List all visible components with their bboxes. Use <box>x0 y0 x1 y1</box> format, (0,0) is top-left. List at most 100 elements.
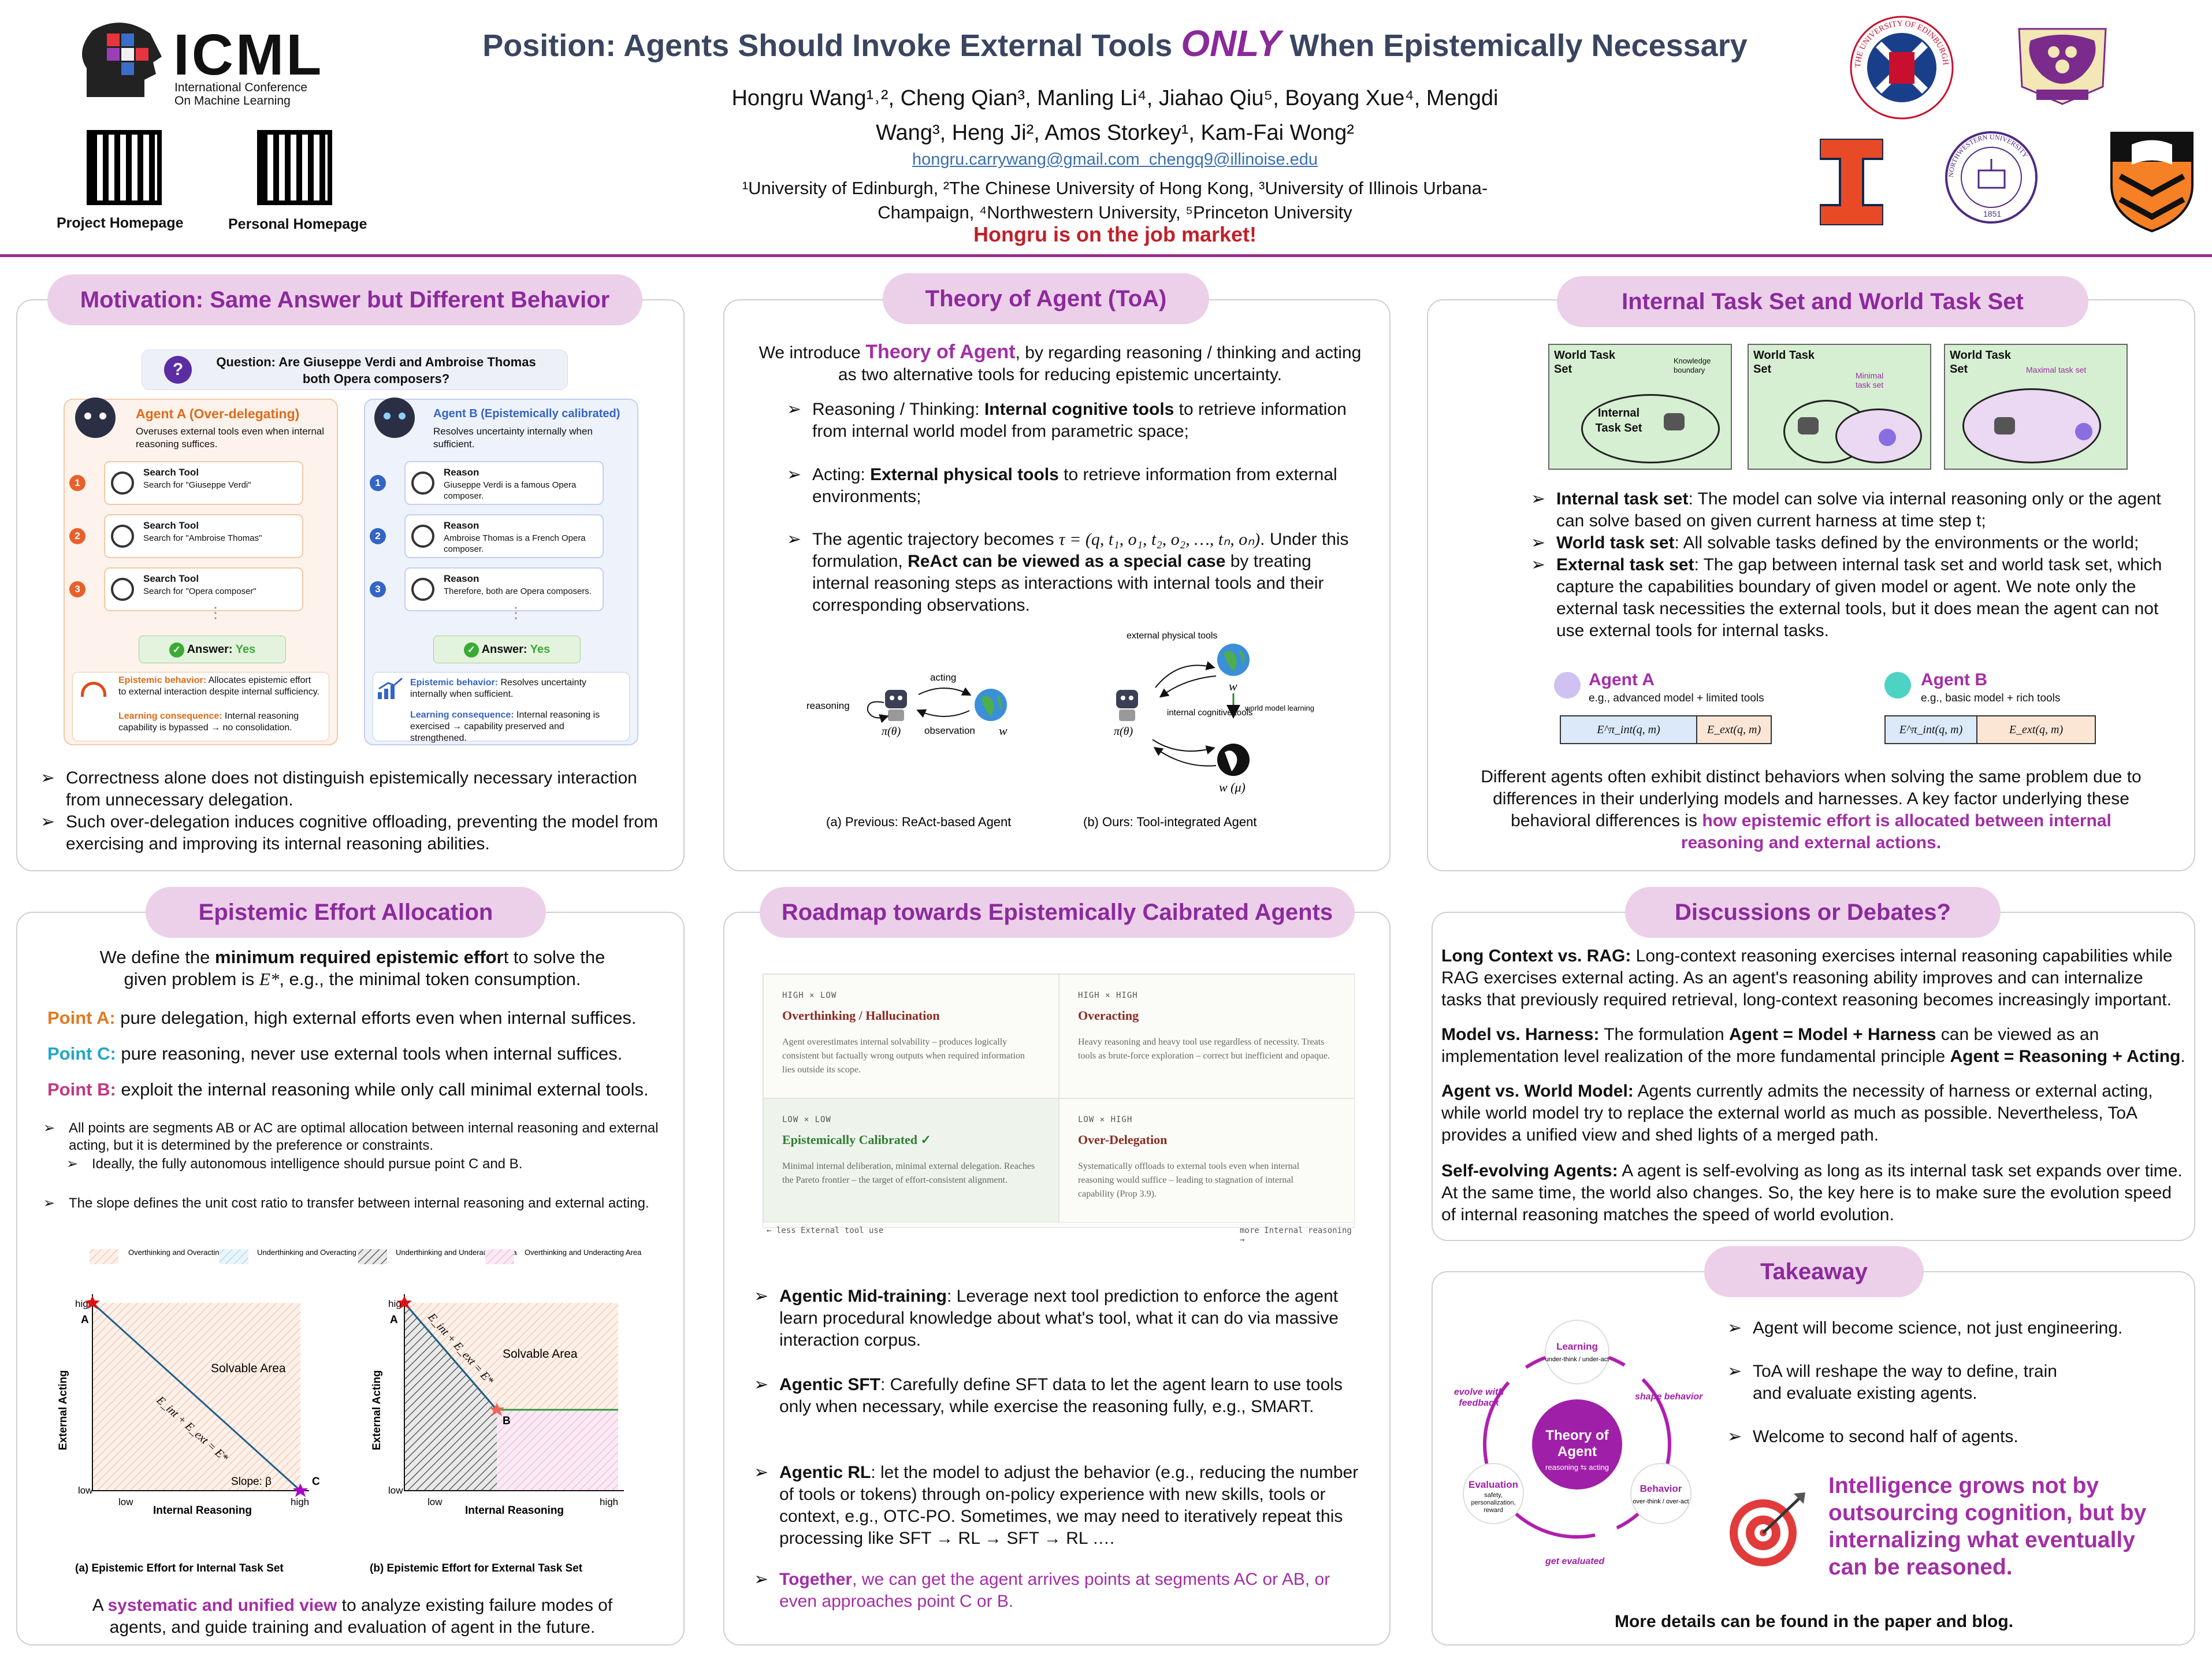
agent-b-behavior: Epistemic behavior: Resolves uncertainty… <box>410 678 587 699</box>
svg-text:low: low <box>118 1496 133 1507</box>
brain-icon <box>411 578 434 601</box>
discuss-p1: Long Context vs. RAG: Long-context reaso… <box>1441 946 2173 1009</box>
taskset-title: Internal Task Set and World Task Set <box>1557 276 2088 327</box>
quadrant-tag: LOW × LOW <box>782 1115 831 1124</box>
agent-b-step-title: Reason <box>444 467 479 478</box>
emails[interactable]: hongru.carrywang@gmail.com chengq9@illin… <box>912 150 1318 169</box>
eext-a: E_ext(q, m) <box>1697 716 1771 743</box>
toa-cycle-diagram: Theory of Agent reasoning ⇆ acting Learn… <box>1454 1320 1703 1566</box>
discuss-p3: Agent vs. World Model: Agents currently … <box>1441 1082 2153 1145</box>
affiliations: ¹University of Edinburgh, ²The Chinese U… <box>742 178 1488 222</box>
project-qr-code[interactable] <box>87 130 162 205</box>
effort-bullet-2: The slope defines the unit cost ratio to… <box>43 1195 667 1212</box>
northwestern-logo: NORTHWESTERN UNIVERSITY 1851 <box>1945 131 2038 224</box>
svg-text:shape behavior: shape behavior <box>1635 1392 1703 1402</box>
quadrant-tag: HIGH × HIGH <box>1078 991 1138 1000</box>
robot-icon <box>1664 413 1685 430</box>
agent-a-step-number: 3 <box>69 581 85 597</box>
check-icon: ✓ <box>463 642 479 658</box>
quadrant-title: Over-Delegation <box>1078 1132 1168 1147</box>
header-divider <box>0 254 2212 257</box>
personal-qr-code[interactable] <box>257 130 332 205</box>
svg-text:Underthinking and Overacting A: Underthinking and Overacting Area <box>257 1248 374 1257</box>
legend-swatch-ou <box>485 1249 514 1264</box>
agent-a-step-text: Search for "Opera composer" <box>143 586 256 596</box>
svg-text:Learning: Learning <box>1556 1341 1598 1352</box>
effort-panel <box>16 912 685 1646</box>
svg-text:(b) Ours: Tool-integrated Agen: (b) Ours: Tool-integrated Agent <box>1083 815 1256 829</box>
agent-b-answer: ✓ Answer: Yes <box>433 636 581 663</box>
point-c-star <box>293 1484 308 1497</box>
svg-text:low: low <box>427 1496 443 1507</box>
taskset-diagram-1: World Task Set Knowledge boundary Intern… <box>1548 344 1732 470</box>
svg-text:internal cognitive tools: internal cognitive tools <box>1167 708 1252 718</box>
svg-text:A: A <box>390 1314 398 1326</box>
svg-text:(a) Previous: ReAct-based Agen: (a) Previous: ReAct-based Agent <box>826 815 1011 829</box>
agent-b-name: Agent B (Epistemically calibrated) <box>433 407 620 420</box>
point-b-star <box>489 1403 504 1416</box>
svg-text:Slope: β: Slope: β <box>231 1476 272 1488</box>
agent-a-step-title: Search Tool <box>143 573 199 584</box>
robot-icon <box>1798 417 1819 434</box>
illinois-logo <box>1820 139 1883 225</box>
agent-b-step-number: 3 <box>370 581 386 597</box>
agent-a-step-text: Search for "Ambroise Thomas" <box>143 533 262 543</box>
point-c: Point C: pure reasoning, never use exter… <box>47 1043 623 1064</box>
agent-a-step-title: Search Tool <box>143 467 199 478</box>
quadrant-text: Systematically offloads to external tool… <box>1078 1161 1300 1199</box>
agent-b-robot-icon <box>374 398 415 438</box>
agent-b-step-text: Ambroise Thomas is a French Opera compos… <box>444 533 586 554</box>
taskset-agent-a-sub: e.g., advanced model + limited tools <box>1589 692 1764 704</box>
target-icon <box>1730 1492 1805 1566</box>
effort-title: Epistemic Effort Allocation <box>146 887 546 938</box>
taskset-diagram-2: World Task Set Minimal task set <box>1748 344 1931 470</box>
question-box: ? Question: Are Giuseppe Verdi and Ambro… <box>142 350 568 390</box>
svg-text:low: low <box>78 1485 93 1496</box>
taskset-closing: Different agents often exhibit distinct … <box>1481 767 2142 852</box>
quadrant-title: Overthinking / Hallucination <box>782 1008 940 1023</box>
agent-a-desc: Overuses external tools even when intern… <box>136 426 325 450</box>
icml-sub1: International Conference <box>174 81 307 94</box>
point-a-star <box>397 1296 412 1309</box>
effort-bullet-1a: Ideally, the fully autonomous intelligen… <box>66 1156 644 1173</box>
personal-homepage-label: Personal Homepage <box>228 216 367 232</box>
toa-intro: We introduce Theory of Agent, by regardi… <box>759 341 1362 384</box>
takeaway-quote: Intelligence grows not by outsourcing co… <box>1828 1473 2147 1580</box>
takeaway-bullet-2: ToA will reshape the way to define, trai… <box>1727 1361 2085 1405</box>
svg-text:world model learning: world model learning <box>1244 704 1314 712</box>
motivation-bullet-2: Such over-delegation induces cognitive o… <box>40 811 664 855</box>
svg-text:External Acting: External Acting <box>57 1370 69 1450</box>
eext-b: E_ext(q, m) <box>1977 716 2095 743</box>
edinburgh-logo: THE UNIVERSITY OF EDINBURGH <box>1850 16 1954 120</box>
svg-text:observation: observation <box>924 725 975 736</box>
agent-a-behavior: Epistemic behavior: Allocates epistemic … <box>118 675 320 697</box>
question-text: Question: Are Giuseppe Verdi and Ambrois… <box>216 355 536 386</box>
taskset-agent-b: Agent B <box>1921 670 1987 689</box>
svg-text:C: C <box>312 1476 320 1488</box>
discuss-p2: Model vs. Harness: The formulation Agent… <box>1441 1025 2185 1066</box>
robot-icon <box>885 690 907 721</box>
roadmap-item-rl: Agentic RL: let the model to adjust the … <box>754 1462 1366 1550</box>
toa-title: Theory of Agent (ToA) <box>883 273 1209 324</box>
takeaway-bullet-3: Welcome to second half of agents. <box>1727 1426 2178 1448</box>
robot-icon <box>1116 690 1138 721</box>
agent-b-step-text: Therefore, both are Opera composers. <box>444 586 592 596</box>
taskset-bullet-world: World task set: All solvable tasks defin… <box>1531 532 2172 554</box>
effort-closing: A systematic and unified view to analyze… <box>92 1596 613 1637</box>
svg-text:Internal Reasoning: Internal Reasoning <box>153 1505 252 1517</box>
svg-text:π(θ): π(θ) <box>882 725 901 738</box>
toa-bullet-reasoning: Reasoning / Thinking: Internal cognitive… <box>787 399 1365 443</box>
svg-text:(a) Epistemic Effort for Inter: (a) Epistemic Effort for Internal Task S… <box>75 1562 284 1574</box>
axis-left-label: ← less External tool use <box>767 1226 884 1235</box>
agent-a-dots: ⋮ <box>208 604 223 621</box>
roadmap-title: Roadmap towards Epistemically Caibrated … <box>760 887 1355 938</box>
icml-logo: ICML International Conference On Machine… <box>64 16 341 107</box>
motivation-bullet-1: Correctness alone does not distinguish e… <box>40 767 664 811</box>
taskset-bullet-internal: Internal task set: The model can solve v… <box>1531 488 2172 532</box>
